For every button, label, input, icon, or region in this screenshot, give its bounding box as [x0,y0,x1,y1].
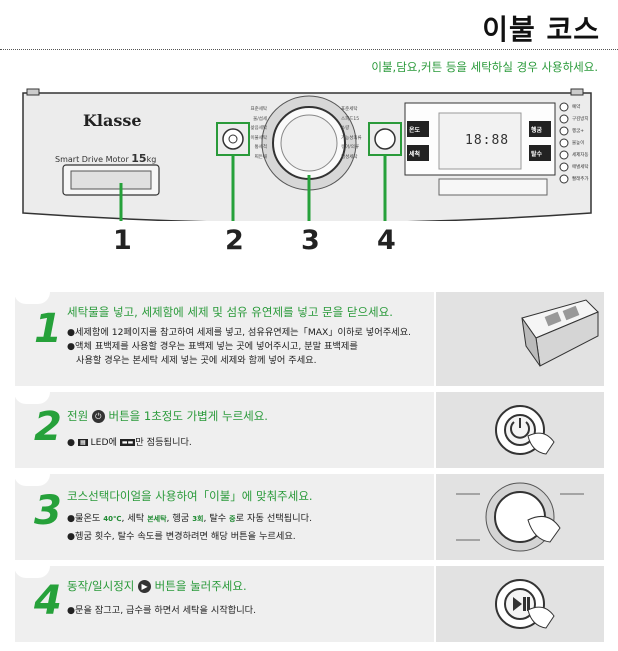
step-4: 4 동작/일시정지 ▶ 버튼을 눌러주세요. ●문을 잠그고, 급수를 하면서 … [14,566,604,642]
step-2: 2 전원 ⏻ 버튼을 1초정도 가볍게 누르세요. ● ▦ LED에 ▬▬만 점… [14,392,604,468]
panel-button-temp: 온도 [409,127,421,134]
step-number: 2 [34,404,62,450]
callout-number-3: 3 [301,225,320,256]
step-heading: 세탁물을 넣고, 세제함에 세제 및 섬유 유연제를 넣고 문을 닫으세요. [67,305,393,319]
detergent-drawer-illustration [521,299,599,367]
step-image [434,292,604,386]
step-image [434,566,604,642]
panel-button-spin: 탈수 [531,151,543,158]
panel-button-wash: 세척 [409,151,421,158]
step-image [434,474,604,560]
spin-value: 중 [229,515,236,523]
step-number: 3 [34,488,62,534]
title-divider [0,49,618,50]
step-line: ●헹굼 횟수, 탈수 속도를 변경하려면 해당 버튼을 누르세요. [67,531,296,542]
capacity-value: 15 [131,152,147,165]
dial-label: 표준세탁 [250,107,267,112]
step-3: 3 코스선택다이얼을 사용하여「이불」에 맞춰주세요. ●물온도 40℃, 세탁… [14,474,604,560]
spin-label: , 탈수 [203,513,227,524]
temp-label: ●물온도 [67,513,101,524]
step-number: 4 [34,578,62,624]
dial-label: 소량 [341,126,350,132]
power-button-illustration [495,405,555,455]
side-option: 구김방지 [572,117,589,122]
heading-pre: 동작/일시정지 [67,579,135,593]
step-tab [14,392,50,404]
dial-label: 울/섬세 [253,116,267,122]
capacity-unit: kg [146,155,157,164]
heading-post: 버튼을 1초정도 가볍게 누르세요. [108,409,268,423]
page-subtitle: 이불,담요,커튼 등을 세탁하실 경우 사용하세요. [371,60,598,74]
dial-labels-right: 표준세탁 스피드15 소량 기능성의류 유아/의류 합성세탁 [341,105,383,163]
page-title: 이불 코스 [482,13,600,46]
rinse-value: 3회 [192,515,204,523]
motor-label: Smart Drive Motor 15kg [55,152,156,165]
dial-label: 표준세탁 [341,107,358,112]
side-option: 헹굼+ [572,129,585,134]
auto-text: 로 자동 선택됩니다. [235,513,313,524]
dial-label: 찌든때 [254,154,267,160]
callout-number-2: 2 [225,225,244,256]
side-option: 애벌세탁 [572,165,589,170]
step-heading: 전원 ⏻ 버튼을 1초정도 가볍게 누르세요. [67,408,268,424]
led-text: LED에 [90,437,117,448]
brand-logo: Klasse [83,111,142,130]
start-button-illustration [495,579,555,629]
side-option: 물높이 [572,141,585,146]
side-option: 빨래추가 [572,177,589,182]
step-tab [14,474,50,486]
step-tab [14,566,50,578]
callout-number-1: 1 [113,225,132,256]
step-number: 1 [34,306,62,352]
wash-value: 본세탁 [147,515,167,523]
control-panel: Klasse Smart Drive Motor 15kg 표준세탁 울/섬세 … [19,83,595,221]
start-pause-icon: ▶ [138,580,152,593]
step-line: ●세제함에 12페이지를 참고하여 세제를 넣고, 섬유유연제는「MAX」이하로… [67,327,411,338]
side-option: 세제자동 [572,153,589,158]
callout-number-4: 4 [377,225,396,256]
display-icon: ▬▬ [119,439,136,446]
dial-label: 스피드15 [341,116,360,122]
dial-label: 기능성의류 [341,135,362,141]
led-icon: ▦ [77,439,88,446]
step-1: 1 세탁물을 넣고, 세제함에 세제 및 섬유 유연제를 넣고 문을 닫으세요.… [14,292,604,386]
step-image [434,392,604,468]
dial-label: 통세척 [254,145,267,151]
heading-pre: 전원 [67,409,89,423]
wash-label: , 세탁 [121,513,145,524]
dial-label: 삶음세탁 [250,126,267,132]
temp-value: 40℃ [103,515,122,523]
motor-text: Smart Drive Motor [55,155,129,164]
heading-post: 버튼을 눌러주세요. [154,579,247,593]
step-line: ●문을 잠그고, 급수를 하면서 세탁을 시작합니다. [67,605,257,616]
lcd-display: 18:88 [465,133,510,148]
side-option: 예약 [572,105,581,110]
step-line: ● ▦ LED에 ▬▬만 점등됩니다. [67,434,192,448]
step-line: ●액체 표백제를 사용할 경우는 표백제 넣는 곳에 넣어주시고, 분말 표백제… [67,341,358,352]
led-tail: 만 점등됩니다. [135,437,192,448]
step-heading: 동작/일시정지 ▶ 버튼을 눌러주세요. [67,578,247,594]
dial-label: 이불세탁 [250,135,267,141]
step-line: 사용할 경우는 본세탁 세제 넣는 곳에 세제와 함께 넣어 주세요. [76,355,317,366]
course-dial-illustration [456,482,584,552]
dial-label: 합성세탁 [341,154,358,160]
power-icon: ⏻ [91,410,105,423]
panel-button-rinse: 헹굼 [531,127,543,134]
dial-label: 유아/의류 [341,145,360,151]
rinse-label: , 헹굼 [166,513,190,524]
step-line: ●물온도 40℃, 세탁 본세탁, 헹굼 3회, 탈수 중로 자동 선택됩니다. [67,510,312,524]
bullet: ● [67,437,76,448]
dial-labels-left: 표준세탁 울/섬세 삶음세탁 이불세탁 통세척 찌든때 [231,105,267,163]
step-heading: 코스선택다이얼을 사용하여「이불」에 맞춰주세요. [67,489,313,503]
step-tab [14,292,50,304]
control-panel-drawing [22,88,592,221]
